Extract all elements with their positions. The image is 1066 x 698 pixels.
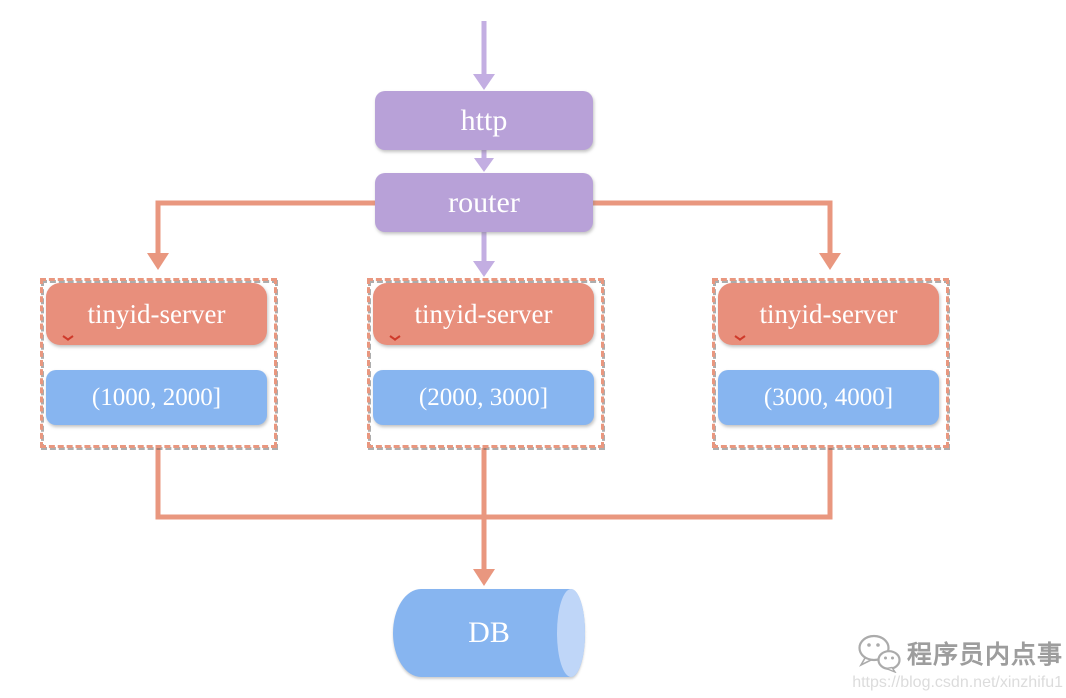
node-id-range-1: (1000, 2000] (46, 370, 267, 425)
arrowhead-servers-to-db (473, 569, 495, 586)
node-db-label: DB (468, 616, 510, 649)
node-db: DB (393, 589, 585, 677)
arrowhead-top-into-http (473, 74, 495, 90)
range-2-label: (2000, 3000] (418, 383, 549, 411)
node-http: http (375, 91, 593, 150)
range-1-label: (1000, 2000] (91, 383, 222, 411)
node-tinyid-server-3: tinyid-server (718, 283, 939, 345)
watermark-url: https://blog.csdn.net/xinzhifu1 (852, 674, 1063, 691)
server-group-3: tinyid-server (3000, 4000] (712, 278, 949, 448)
arrowhead-router-to-server-2 (473, 261, 495, 277)
watermark-brand: 程序员内点事 (906, 640, 1063, 669)
watermark: 程序员内点事 https://blog.csdn.net/xinzhifu1 (813, 633, 1063, 692)
spellcheck-mark-icon (63, 334, 73, 341)
spellcheck-mark-icon (390, 334, 400, 341)
node-id-range-3: (3000, 4000] (718, 370, 939, 425)
node-http-label: http (460, 103, 508, 137)
server-join-bus-line (155, 448, 833, 520)
arrowhead-router-to-server-3 (819, 253, 841, 270)
server-group-1-dashed-border (40, 278, 277, 448)
server-1-label: tinyid-server (87, 298, 226, 329)
wechat-icon (858, 634, 901, 673)
server-group-1: tinyid-server (1000, 2000] (40, 278, 277, 448)
server-group-3-dashed-border (712, 278, 949, 448)
node-id-range-2: (2000, 3000] (373, 370, 594, 425)
node-tinyid-server-1: tinyid-server (46, 283, 267, 345)
server-group-2: tinyid-server (2000, 3000] (367, 278, 604, 448)
server-group-2-dashed-border (367, 278, 604, 448)
range-3-label: (3000, 4000] (763, 383, 894, 411)
node-router: router (375, 173, 593, 232)
server-2-label: tinyid-server (414, 298, 553, 329)
arrow-router-to-server-1 (155, 200, 375, 254)
spellcheck-mark-icon (735, 334, 745, 341)
arrowhead-router-to-server-1 (147, 253, 169, 270)
db-cylinder-cap (557, 589, 585, 677)
node-router-label: router (448, 185, 520, 219)
arrow-router-to-server-3 (593, 200, 833, 254)
node-tinyid-server-2: tinyid-server (373, 283, 594, 345)
arrowhead-http-to-router (474, 158, 494, 172)
server-3-label: tinyid-server (759, 298, 898, 329)
